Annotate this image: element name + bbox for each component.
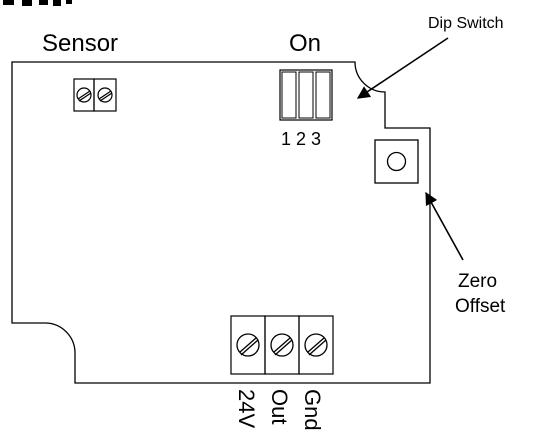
zero-offset-arrow (425, 191, 464, 261)
screw-icon (76, 87, 92, 103)
switch-numbers-label: 1 2 3 (281, 129, 321, 149)
terminal-label-out: Out (267, 389, 292, 424)
screw-icon (270, 333, 294, 357)
terminal-label-gnd: Gnd (300, 389, 325, 431)
sensor-terminal-block (73, 78, 117, 112)
screw-icon (97, 87, 113, 103)
offset-label: Offset (455, 296, 506, 317)
output-terminal-block (230, 315, 334, 375)
zero-label: Zero (458, 271, 497, 292)
on-label: On (289, 30, 321, 57)
screw-icon (304, 333, 328, 357)
circuit-board-outline (11, 61, 431, 384)
zero-offset-button (374, 139, 419, 184)
dip-switch-arrow (356, 37, 449, 99)
clipped-heading-fragment (3, 0, 72, 6)
sensor-label: Sensor (42, 30, 118, 57)
terminal-label-24v: 24V (234, 389, 259, 428)
dip-switch-label: Dip Switch (428, 15, 504, 32)
dip-switch (279, 69, 333, 121)
screw-icon (236, 333, 260, 357)
